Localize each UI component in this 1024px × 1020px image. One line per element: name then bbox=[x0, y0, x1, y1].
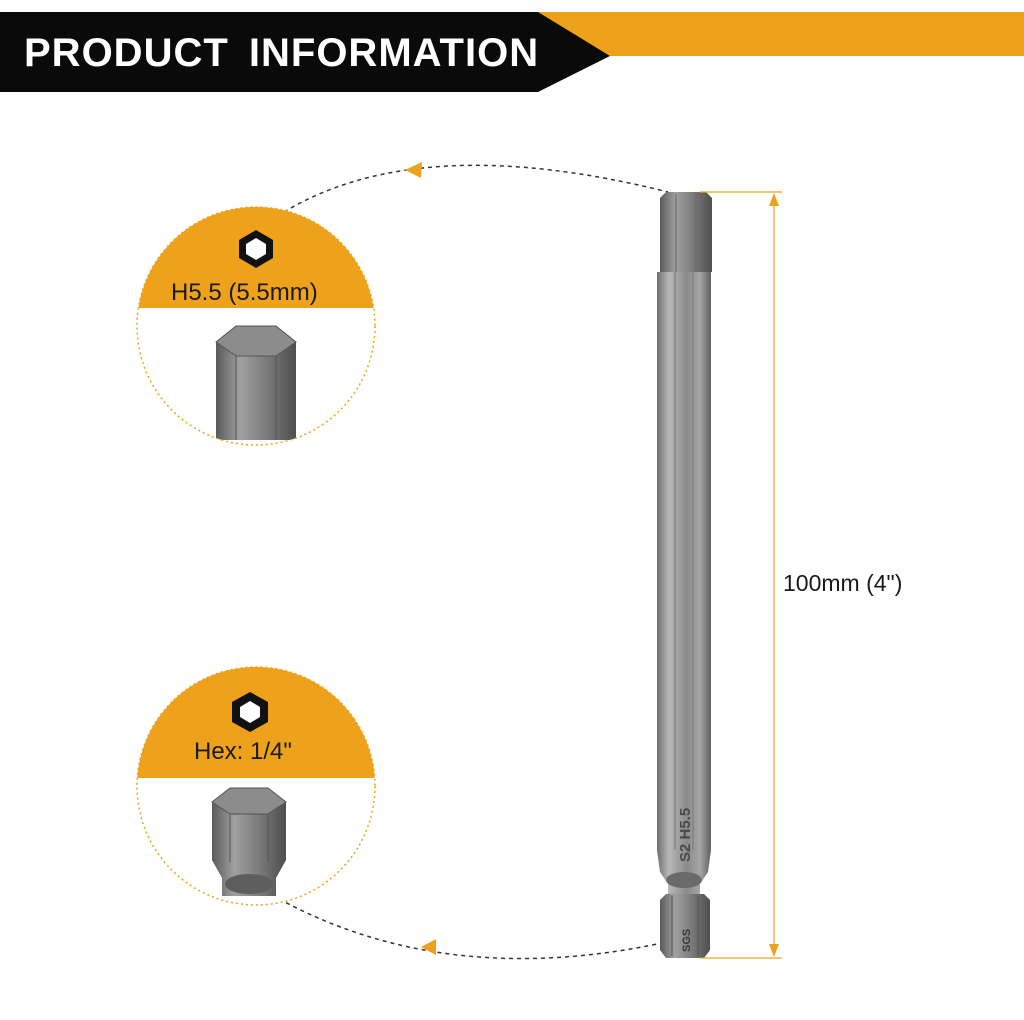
callout-connector-top bbox=[283, 164, 669, 213]
header-title-banner bbox=[0, 12, 610, 92]
shank-size-label: Hex: 1/4" bbox=[194, 738, 292, 765]
page-title: PRODUCT INFORMATION bbox=[24, 31, 540, 75]
length-label: 100mm (4") bbox=[783, 570, 903, 596]
arrow-head-bottom bbox=[421, 939, 436, 955]
length-dimension-line bbox=[700, 191, 782, 959]
callout-connector-bottom bbox=[271, 894, 663, 960]
hex-bit-image bbox=[657, 192, 712, 958]
bit-brand-marking: SGS bbox=[681, 929, 693, 952]
tip-size-label: H5.5 (5.5mm) bbox=[171, 279, 318, 306]
arrow-head-top bbox=[405, 162, 422, 178]
bit-size-marking: S2 H5.5 bbox=[677, 808, 694, 862]
